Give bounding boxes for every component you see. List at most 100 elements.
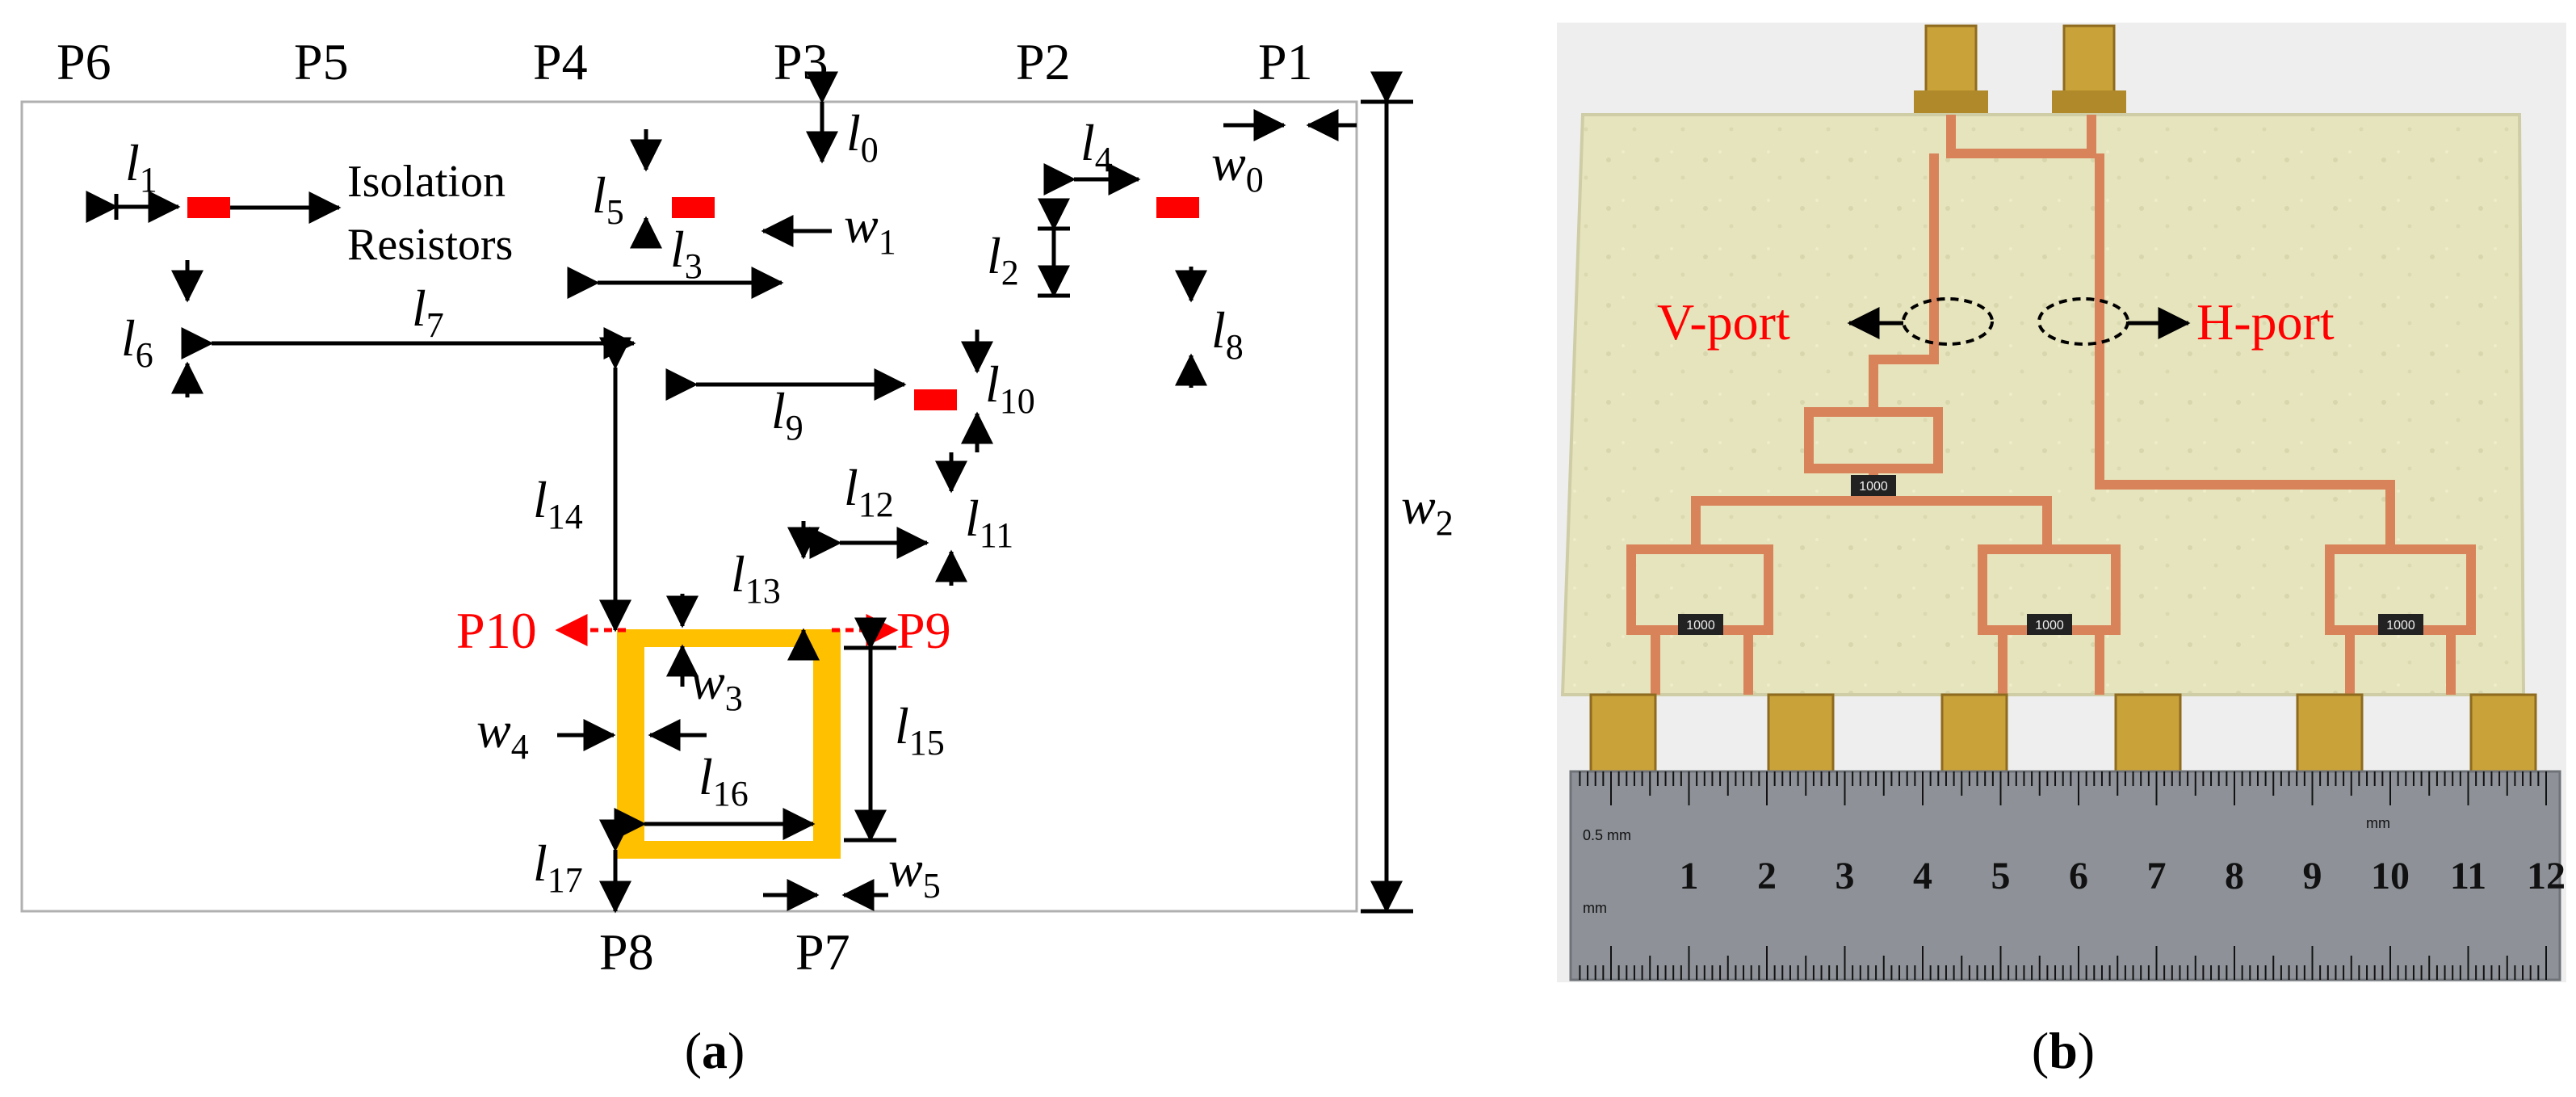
smd-resistor-2: [1678, 614, 1723, 635]
dim-label-l12: l12: [844, 459, 894, 524]
trace-output-legs: [1651, 630, 2456, 695]
ruler-number: 10: [2371, 855, 2410, 897]
ruler-number: 11: [2450, 855, 2486, 897]
ruler-number: 5: [1991, 855, 2011, 897]
ruler-number: 4: [1913, 855, 1932, 897]
bottom-connector-1: [1589, 693, 1657, 773]
panel-b-caption: (b): [2032, 1022, 2095, 1079]
ring-right-upper: [1044, 210, 1262, 296]
isolation-resistor-4: [914, 389, 957, 410]
dim-label-l0: l0: [846, 104, 879, 170]
ruler-number: 12: [2527, 855, 2566, 897]
smd-resistors: 1000 1000 1000 1000: [1678, 475, 2423, 635]
dim-label-w2: w2: [1401, 477, 1454, 543]
coupler-wide-right: [813, 638, 841, 850]
copper-traces: [1626, 115, 2476, 695]
coupler-wide-left: [617, 638, 644, 850]
dim-label-l6: l6: [121, 309, 153, 375]
trace-top-left: [1946, 115, 2096, 158]
dim-label-w4: w4: [476, 701, 529, 767]
ring-lower-mid: [838, 400, 1022, 491]
dim-label-l13: l13: [731, 545, 781, 611]
bottom-connector-5: [2296, 693, 2364, 773]
dimension-lines: [86, 71, 1413, 914]
port-markers: V-port H-port: [1657, 293, 2335, 351]
port-label-p4: P4: [533, 33, 588, 90]
dim-label-l17: l17: [533, 834, 583, 900]
dim-label-l15: l15: [895, 697, 945, 763]
port-label-p9: P9: [896, 602, 951, 659]
port-label-p3: P3: [774, 33, 829, 90]
bottom-connector-3: [1940, 693, 2008, 773]
trace-rectangle: [1929, 153, 2104, 323]
isolation-label-line2: Resistors: [347, 220, 513, 270]
dim-label-l9: l9: [771, 382, 803, 448]
bottom-connector-6: [2469, 693, 2537, 773]
isolation-resistor-3: [1156, 197, 1199, 218]
smd-resistor-4-marking: 1000: [2386, 619, 2415, 633]
smd-resistor-1-marking: 1000: [1859, 480, 1888, 494]
branchline-coupler: [617, 629, 841, 859]
dim-label-l1: l1: [125, 134, 157, 200]
trace-right-tree: [2095, 323, 2476, 635]
bottom-sma-connectors: [1589, 693, 2537, 773]
dim-label-w3: w3: [690, 653, 743, 718]
port-label-p2: P2: [1016, 33, 1071, 90]
dim-label-l3: l3: [670, 221, 703, 286]
trace-p5: [230, 102, 327, 210]
smd-resistor-3: [2027, 614, 2072, 635]
isolation-resistor-2: [672, 197, 715, 218]
top-connector-right-flange: [2052, 90, 2126, 115]
port-label-p10: P10: [456, 602, 537, 659]
isolation-annotation: Isolation Resistors: [230, 157, 513, 270]
isolation-resistors: [187, 197, 1199, 410]
panel-b-photo: V-port H-port 1000 1000 1000 1000 0.5 mm: [1557, 23, 2566, 1079]
dim-label-l8: l8: [1211, 301, 1244, 367]
panel-a-caption: (a): [685, 1022, 745, 1079]
ruler-number: 3: [1836, 855, 1855, 897]
ruler-number: 9: [2303, 855, 2322, 897]
bottom-connector-4: [2114, 693, 2182, 773]
bottom-connector-2: [1767, 693, 1835, 773]
dim-label-l11: l11: [965, 490, 1013, 555]
port-label-p8: P8: [599, 923, 654, 981]
smd-resistor-4: [2378, 614, 2423, 635]
dim-label-w0: w0: [1211, 134, 1264, 200]
ruler-ticks: [1579, 771, 2547, 980]
trace-left-tree-3: [1873, 496, 2121, 635]
dim-label-w1: w1: [844, 196, 896, 262]
dim-label-l10: l10: [985, 355, 1035, 421]
port-label-p6: P6: [57, 33, 111, 90]
v-port-ellipse: [1902, 297, 1994, 346]
isolation-label-line1: Isolation: [347, 157, 506, 207]
substrate-outline: [20, 100, 1358, 913]
smd-resistor-1: [1851, 475, 1896, 496]
v-port-label: V-port: [1657, 293, 1790, 351]
pcb-board: [1560, 113, 2526, 696]
ruler-scale-label: 0.5 mm: [1583, 827, 1631, 843]
dim-label-l16: l16: [699, 748, 749, 813]
dim-label-l4: l4: [1080, 114, 1113, 179]
ruler-number: 2: [1757, 855, 1777, 897]
ruler-unit-label: mm: [1583, 900, 1607, 916]
top-connector-left-flange: [1914, 90, 1988, 115]
port-label-p7: P7: [795, 923, 850, 981]
port-label-p1: P1: [1258, 33, 1313, 90]
smd-resistor-3-marking: 1000: [2035, 619, 2064, 633]
dim-label-w5: w5: [888, 840, 941, 906]
ruler-number: 6: [2069, 855, 2088, 897]
ring-left-upper: [113, 210, 296, 296]
smd-resistor-2-marking: 1000: [1686, 619, 1715, 633]
top-sma-connectors: [1914, 24, 2126, 116]
dim-label-l2: l2: [987, 227, 1019, 292]
panel-a-layout: P6 P5 P4 P3 P2 P1 P8 P7 P10 P9 Isolation…: [20, 33, 1454, 1079]
dimension-labels: l0 l1 l2 l3 l4 l5 l6 l7 l8 l9 l10 l11 l1…: [121, 104, 1454, 906]
dim-label-l7: l7: [412, 280, 444, 345]
trace-left-feed: [204, 296, 626, 638]
ruler-number: 7: [2147, 855, 2167, 897]
ruler-body: [1569, 770, 2561, 981]
trace-p3: [715, 102, 812, 210]
